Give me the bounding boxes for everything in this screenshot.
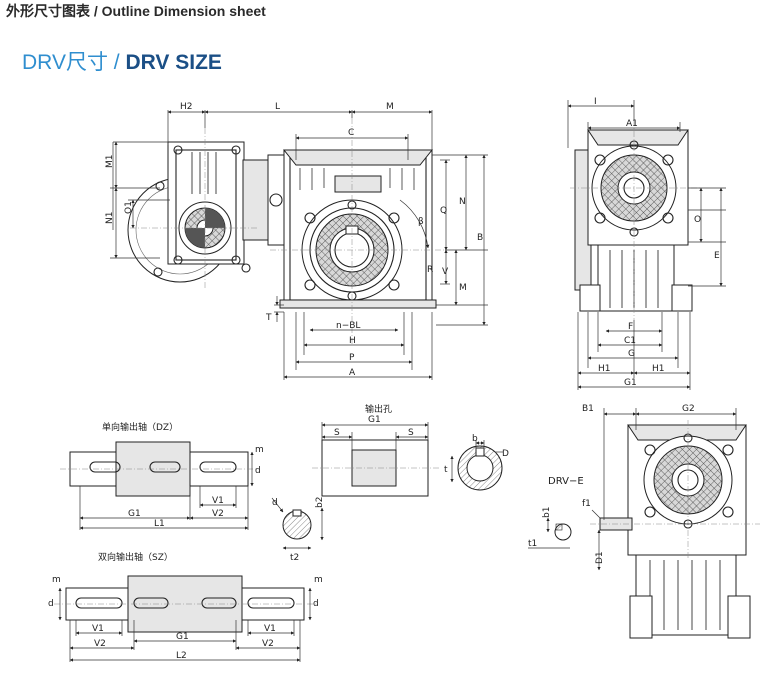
sec-D: D — [502, 449, 509, 459]
dim-b1: b1 — [542, 507, 552, 518]
dim-G: G — [628, 349, 635, 359]
sz-d-right: d — [313, 599, 319, 609]
dz-shaft: 单向输出轴（DZ） d m V1 G1 V2 L1 — [60, 421, 264, 530]
dim-M-right: M — [459, 283, 467, 293]
hole-S-left: S — [334, 428, 340, 438]
key-b2: b2 — [315, 497, 325, 508]
dim-N1: N1 — [105, 212, 115, 224]
sz-L2: L2 — [176, 651, 187, 661]
dim-f1: f1 — [582, 499, 591, 509]
sz-V2-left: V2 — [94, 639, 106, 649]
dz-V2: V2 — [212, 509, 224, 519]
sz-m-left: m — [52, 575, 61, 585]
dim-H1-left: H1 — [598, 364, 611, 374]
page-subtitle: DRV尺寸 / DRV SIZE — [22, 46, 222, 76]
hole-label: 输出孔 — [365, 403, 392, 415]
dim-H: H — [349, 336, 356, 346]
dim-nBL: n−BL — [336, 321, 360, 331]
dim-B: B — [477, 233, 483, 243]
label-drv-e: DRV−E — [548, 476, 584, 487]
left-side-view — [127, 128, 285, 290]
sz-m-right: m — [314, 575, 323, 585]
subtitle-model: DRV尺寸 / — [22, 51, 126, 74]
dim-H2: H2 — [180, 102, 193, 112]
dim-R: R — [427, 265, 433, 275]
sz-d-left: d — [48, 599, 54, 609]
dim-M1: M1 — [105, 155, 115, 169]
dim-P: P — [349, 353, 355, 363]
dim-M: M — [386, 102, 394, 112]
subtitle-size: DRV SIZE — [125, 51, 222, 74]
hole-G1: G1 — [368, 415, 381, 425]
dim-beta: β — [418, 217, 424, 227]
hole-S-right: S — [408, 428, 414, 438]
sz-label: 双向输出轴（SZ） — [98, 551, 173, 563]
sec-b: b — [472, 434, 478, 444]
dim-N: N — [459, 197, 466, 207]
dim-A: A — [349, 368, 356, 378]
front-view: β — [270, 118, 445, 345]
dim-L: L — [275, 102, 280, 112]
dim-D1: D1 — [595, 551, 605, 564]
dim-B1: B1 — [582, 404, 594, 414]
key-t2: t2 — [290, 553, 299, 563]
dim-F: F — [628, 322, 633, 332]
dz-label: 单向输出轴（DZ） — [102, 421, 178, 433]
dim-Q: Q — [440, 206, 447, 216]
dim-t1: t1 — [528, 539, 537, 549]
dim-E: E — [714, 251, 720, 261]
dim-G2: G2 — [682, 404, 695, 414]
sz-V1-right: V1 — [264, 624, 276, 634]
front-dimensions: H2 L M C M1 N1 O1 Q N B R V M — [105, 102, 488, 380]
dz-m: m — [255, 445, 264, 455]
dz-V1: V1 — [212, 496, 224, 506]
dim-G1-right: G1 — [624, 378, 637, 388]
dim-H1-right: H1 — [652, 364, 665, 374]
drv-e-view: B1 G2 DRV−E b1 t1 f1 D1 — [528, 404, 760, 639]
dim-O: O — [694, 215, 701, 225]
dz-G1: G1 — [128, 509, 141, 519]
dz-d: d — [255, 466, 261, 476]
right-side-view: I A1 O E F C1 G H1 H1 G1 — [567, 97, 726, 390]
dim-V: V — [442, 267, 449, 277]
output-hole: 输出孔 G1 S S b t D d b2 t2 — [271, 403, 509, 563]
dim-A1: A1 — [626, 119, 638, 129]
dim-C1: C1 — [624, 336, 636, 346]
dim-I: I — [594, 97, 597, 107]
sz-shaft: 双向输出轴（SZ） d m d m V1 V1 G1 V2 V2 L2 — [48, 551, 323, 662]
sz-V2-right: V2 — [262, 639, 274, 649]
dz-L1: L1 — [154, 519, 165, 529]
sec-t: t — [444, 465, 448, 475]
page-header: 外形尺寸图表 / Outline Dimension sheet — [6, 3, 266, 19]
sz-V1-left: V1 — [92, 624, 104, 634]
dim-T: T — [265, 313, 272, 323]
dim-C: C — [348, 128, 354, 138]
sz-G1: G1 — [176, 632, 189, 642]
key-d: d — [272, 498, 278, 508]
dim-O1: O1 — [124, 201, 134, 214]
